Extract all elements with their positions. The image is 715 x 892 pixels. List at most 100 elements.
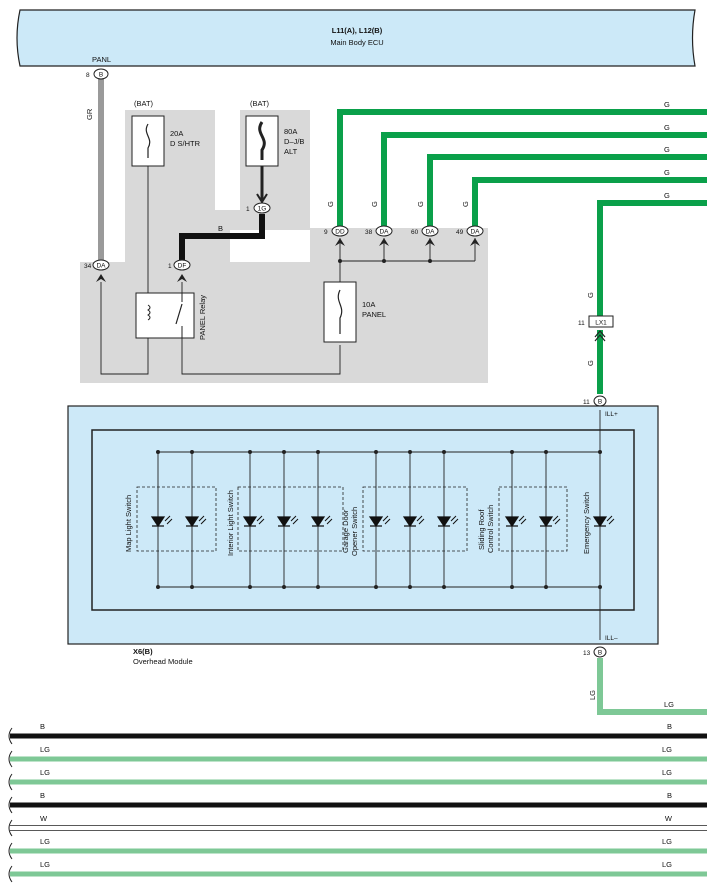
junction-dot [510,450,514,454]
switch-label-map: Map Light Switch [124,495,133,552]
wire-g-label-v4: G [461,201,470,207]
connector-9-code: DD [335,229,345,236]
led-symbol [436,516,452,528]
wire-break-mark [8,773,13,791]
connector-38-code: DA [379,229,389,236]
fuse-80a-extra: ALT [284,147,298,156]
connector-ecu-pin: 8 B [86,68,109,80]
module-title: X6(B) [133,647,153,656]
connector-9-pin: 9 [324,229,328,236]
fuse-10a-rating: 10A [362,300,375,309]
fuse-10a-name: PANEL [362,310,386,319]
led-light-rays [552,515,561,525]
junction-dot [316,450,320,454]
connector-60-da: 60 DA [411,225,439,246]
wire-g-label-v2: G [370,201,379,207]
led-light-rays [450,515,459,525]
bottom-wire-label: B [667,791,672,800]
switch-group-map [136,486,217,552]
relay-box [135,292,195,339]
switch-group-garage [362,486,468,552]
led-light-rays [606,515,615,525]
wire-g-label-v3: G [416,201,425,207]
fuse-80a-rating: 80A [284,127,297,136]
fuse-10a: 10A PANEL [323,281,386,343]
wire-break-mark [8,796,13,814]
switch-group-interior [237,486,344,552]
led-symbol [368,516,384,528]
junction-dot [408,585,412,589]
led-light-rays [164,515,173,525]
connector-ill-plus-pin: 11 [583,399,590,406]
led-light-rays [198,515,207,525]
connector-34-da: 34 DA [84,259,110,282]
bottom-wire-label: LG [662,837,672,846]
bottom-wire-label: LG [40,745,50,754]
wire-lg-module-label-h: LG [664,700,674,709]
connector-49-code: DA [470,229,480,236]
fuse-20a-rating: 20A [170,129,183,138]
ecu-subtitle: Main Body ECU [330,38,383,47]
fuse-20a-source: (BAT) [134,99,154,108]
wire-break-mark [8,819,13,837]
wire-g-label-1: G [664,100,670,109]
wire-g-label-v6: G [586,360,595,366]
led-symbol [184,516,200,528]
connector-34-code: DA [96,263,106,270]
connector-9-dd: 9 DD [324,225,349,246]
bottom-wire-label: B [40,791,45,800]
led-symbol [402,516,418,528]
connector-1-df-pin: 1 [168,263,172,270]
led-symbol [310,516,326,528]
fuse-20a: (BAT) 20A D S/HTR [131,99,201,167]
relay-label: PANEL Relay [198,295,207,340]
fuse-20a-box [131,115,165,167]
wire-b-label: B [218,224,223,233]
overhead-module: ILL+ ILL– X6(B) Overhead Module Map Ligh… [67,405,659,666]
switch-label-garage-2: Opener Switch [350,507,359,556]
junction-dot [156,450,160,454]
led-light-rays [290,515,299,525]
wire-gr-label: GR [85,108,94,120]
bottom-wire-label: LG [662,860,672,869]
junction-dot [374,450,378,454]
connector-1-df-code: DF [178,263,187,270]
bottom-wire-label: LG [662,768,672,777]
connector-ill-minus: 13 B [583,646,607,658]
ecu-pin-label: PANL [92,55,111,64]
junction-dot [282,585,286,589]
switch-label-sliding-2: Control Switch [486,505,495,553]
panel-relay: PANEL Relay [135,292,207,340]
junction-dot [190,450,194,454]
main-body-ecu: L11(A), L12(B) Main Body ECU PANL [16,9,696,67]
connector-ill-minus-code: B [598,650,602,657]
ecu-box [16,9,696,67]
junction-dots [338,259,432,263]
junction-dot [374,585,378,589]
fuse-80a-source: (BAT) [250,99,270,108]
led-symbol [504,516,520,528]
green-wire-labels: G G G G G G G G G G G [326,100,670,366]
connector-34-pin: 34 [84,263,92,270]
wire-g-label-5: G [664,191,670,200]
junction-dot [408,450,412,454]
wire-g-label-4: G [664,168,670,177]
connector-38-da: 38 DA [365,225,393,246]
junction-dot [282,450,286,454]
junction-dot [248,585,252,589]
connector-60-code: DA [425,229,435,236]
wire-g-label-v5: G [586,292,595,298]
wire-b [179,214,265,260]
led-light-rays [518,515,527,525]
wire-break-mark [8,865,13,883]
led-light-rays [324,515,333,525]
connector-lx1-pin: 11 [578,320,585,327]
connector-ecu-pin-code: B [99,72,103,79]
junction-dot [442,585,446,589]
led-light-rays [416,515,425,525]
wire-lg-module [597,658,707,715]
fuse-80a-name: D–J/B [284,137,304,146]
fuse-80a-element [258,121,266,160]
